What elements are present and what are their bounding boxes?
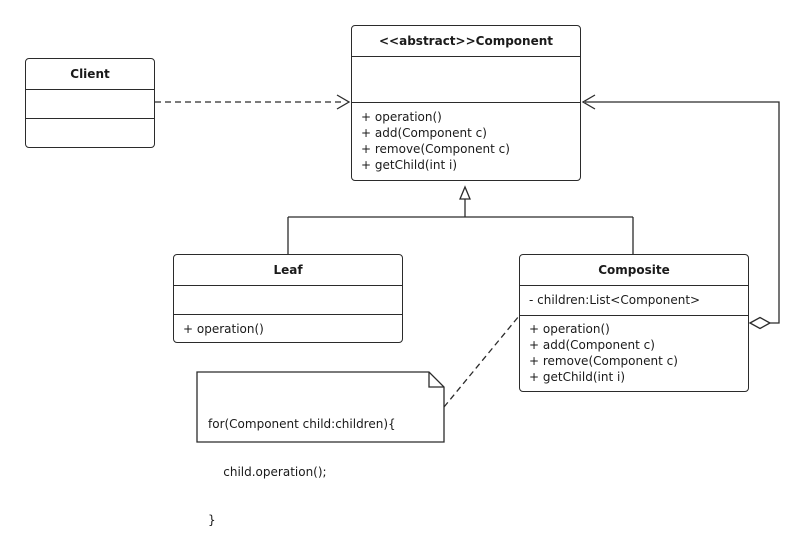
component-attributes bbox=[352, 57, 580, 103]
composite-methods: + operation() + add(Component c) + remov… bbox=[520, 316, 748, 387]
aggregation-line bbox=[585, 101, 780, 324]
composite-class-name: Composite bbox=[520, 255, 748, 286]
method-item: + operation() bbox=[183, 322, 264, 336]
aggregation-diamond bbox=[748, 316, 772, 330]
component-methods: + operation() + add(Component c) + remov… bbox=[352, 103, 580, 175]
aggregation-arrowhead bbox=[581, 94, 596, 110]
note-line: for(Component child:children){ bbox=[208, 417, 396, 431]
method-item: + add(Component c) bbox=[529, 338, 655, 352]
method-item: + remove(Component c) bbox=[361, 142, 510, 156]
leaf-attributes bbox=[174, 286, 402, 315]
method-item: + add(Component c) bbox=[361, 126, 487, 140]
note-shape bbox=[196, 371, 445, 443]
leaf-methods: + operation() bbox=[174, 315, 402, 339]
leaf-class-name: Leaf bbox=[174, 255, 402, 286]
note-anchor-line bbox=[443, 315, 520, 408]
method-item: + getChild(int i) bbox=[529, 370, 625, 384]
method-item: + remove(Component c) bbox=[529, 354, 678, 368]
component-class-name: <<abstract>>Component bbox=[352, 26, 580, 57]
attribute-item: - children:List<Component> bbox=[529, 293, 701, 307]
method-item: + operation() bbox=[529, 322, 610, 336]
client-methods bbox=[26, 119, 154, 123]
component-class[interactable]: <<abstract>>Component + operation() + ad… bbox=[351, 25, 581, 181]
note-fold bbox=[428, 372, 444, 388]
note-text: for(Component child:children){ child.ope… bbox=[208, 384, 396, 544]
composite-attributes: - children:List<Component> bbox=[520, 286, 748, 316]
inheritance-triangle bbox=[459, 185, 471, 200]
method-item: + getChild(int i) bbox=[361, 158, 457, 172]
client-class-name: Client bbox=[26, 59, 154, 90]
note-line: child.operation(); bbox=[208, 465, 327, 479]
diagram-canvas bbox=[155, 94, 780, 443]
client-attributes bbox=[26, 90, 154, 119]
note-line: } bbox=[208, 513, 216, 527]
client-class[interactable]: Client bbox=[25, 58, 155, 148]
composite-class[interactable]: Composite - children:List<Component> + o… bbox=[519, 254, 749, 392]
method-item: + operation() bbox=[361, 110, 442, 124]
dependency-arrowhead bbox=[336, 94, 351, 110]
leaf-class[interactable]: Leaf + operation() bbox=[173, 254, 403, 343]
